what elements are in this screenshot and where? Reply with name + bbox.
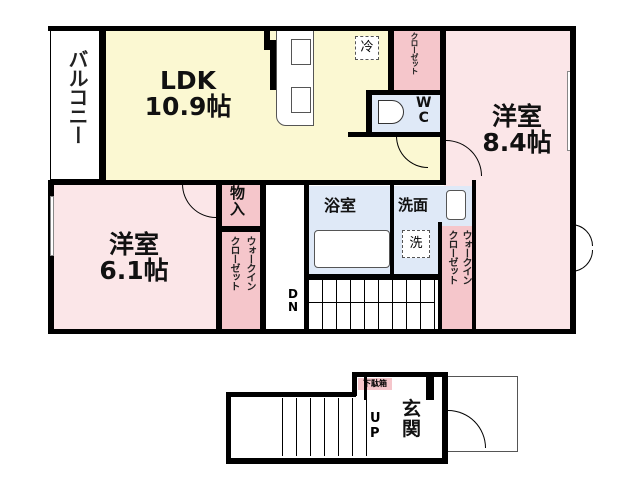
bathtub xyxy=(314,230,390,268)
sink-basin xyxy=(446,190,466,220)
hallway xyxy=(266,184,304,330)
closet-top: クローゼット xyxy=(394,30,440,90)
room-wc: W C xyxy=(372,94,440,132)
up-label: U P xyxy=(370,411,381,441)
upper-floor-plan: バルコニー LDK 10.9帖 冷 クローゼット W C 洋室 8.4帖 xyxy=(48,26,593,334)
room-bathroom: 浴室 xyxy=(308,186,390,274)
ldk-label: LDK 10.9帖 xyxy=(118,66,258,122)
western-east-label: 洋室 8.4帖 xyxy=(482,102,552,158)
closet-top-label: クローゼット xyxy=(410,32,419,74)
balcony-label: バルコニー xyxy=(65,49,89,144)
fridge: 冷 xyxy=(355,36,379,60)
entrance-label: 玄 関 xyxy=(402,398,422,440)
room-western-west xyxy=(52,184,216,330)
window-west xyxy=(50,196,54,256)
walkin-closet-right: ウォークイン クローゼット xyxy=(442,226,474,330)
lower-floor-plan: U P 下駄箱 玄 関 xyxy=(226,372,522,464)
sink xyxy=(291,39,311,65)
ldk-name: LDK xyxy=(159,66,217,95)
stove xyxy=(291,87,311,113)
western-west-label: 洋室 6.1帖 xyxy=(99,230,169,286)
washer: 洗 xyxy=(402,230,430,258)
fridge-label: 冷 xyxy=(360,40,374,55)
ldk-size: 10.9帖 xyxy=(144,92,232,122)
kitchen-counter xyxy=(276,30,314,126)
toilet xyxy=(378,100,404,124)
storage: 物 入 xyxy=(222,184,260,226)
dn-label: D N xyxy=(288,287,299,315)
wc-label: W C xyxy=(416,95,432,126)
walkin-closet-left: ウォークイン クローゼット xyxy=(222,232,260,330)
stairs-down xyxy=(308,280,438,330)
balcony: バルコニー xyxy=(50,28,100,180)
stairs-up xyxy=(282,398,372,456)
